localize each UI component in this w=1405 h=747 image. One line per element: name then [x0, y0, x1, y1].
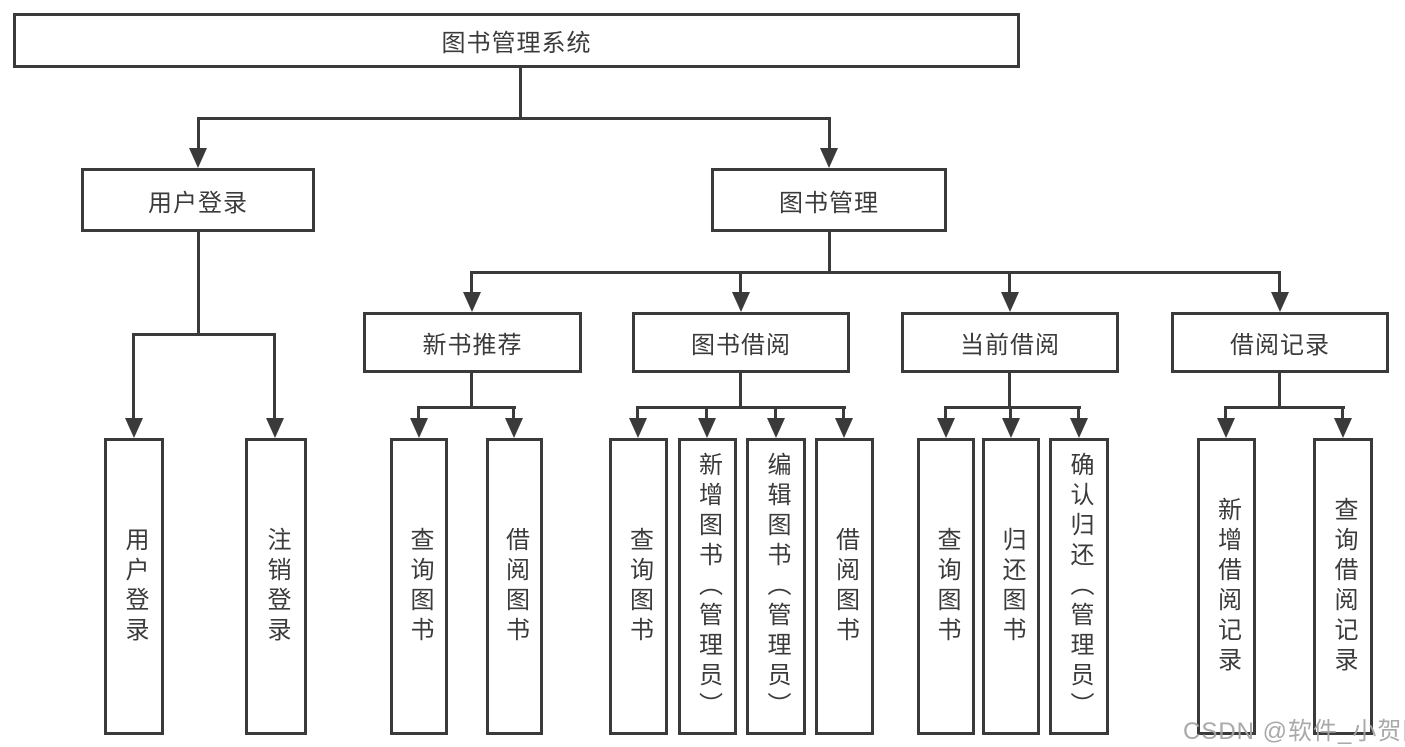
leaf-query-books-borrow-label: 查询图书 [625, 526, 653, 647]
leaf-add-book-admin: 新增图书（管理员） [678, 438, 737, 735]
leaf-confirm-return-admin-label: 确认归还（管理员） [1066, 451, 1093, 722]
arrowhead-down [835, 418, 853, 438]
leaf-edit-book-admin: 编辑图书（管理员） [746, 438, 806, 735]
connector-line [828, 117, 831, 150]
connector-line [842, 406, 845, 420]
leaf-confirm-return-admin: 确认归还（管理员） [1049, 438, 1109, 735]
connector-line [1008, 373, 1011, 409]
node-book-management: 图书管理 [711, 168, 947, 232]
node-new-book-recommend-label: 新书推荐 [422, 332, 523, 359]
leaf-query-books-current: 查询图书 [917, 438, 975, 735]
leaf-add-borrow-record: 新增借阅记录 [1197, 438, 1256, 735]
leaf-logout-label: 注销登录 [263, 526, 290, 647]
leaf-user-login-label: 用户登录 [121, 526, 148, 647]
node-user-login-label: 用户登录 [148, 189, 248, 217]
leaf-query-borrow-record-label: 查询借阅记录 [1330, 496, 1357, 677]
connector-line [197, 232, 200, 336]
leaf-query-books-borrow: 查询图书 [609, 438, 668, 735]
arrowhead-down [505, 418, 523, 438]
leaf-add-borrow-record-label: 新增借阅记录 [1213, 496, 1241, 677]
node-book-management-label: 图书管理 [779, 189, 879, 217]
arrowhead-down [189, 148, 207, 168]
connector-line [739, 373, 742, 409]
leaf-borrow-books: 借阅图书 [815, 438, 874, 735]
leaf-query-borrow-record: 查询借阅记录 [1313, 438, 1373, 735]
connector-line [132, 333, 135, 421]
arrowhead-down [1070, 418, 1088, 438]
arrowhead-down [732, 292, 750, 312]
connector-line [1341, 406, 1344, 420]
leaf-add-book-admin-label: 新增图书（管理员） [694, 451, 722, 722]
arrowhead-down [1271, 292, 1289, 312]
connector-line [1077, 406, 1080, 420]
connector-line [132, 333, 276, 336]
connector-line [944, 406, 947, 420]
node-borrow-records: 借阅记录 [1171, 312, 1389, 373]
leaf-return-books-label: 归还图书 [998, 526, 1025, 647]
connector-line [636, 406, 846, 409]
connector-line [705, 406, 708, 420]
leaf-logout: 注销登录 [245, 438, 307, 735]
arrowhead-down [266, 418, 284, 438]
node-user-login: 用户登录 [81, 168, 315, 232]
node-book-borrow: 图书借阅 [632, 312, 850, 373]
leaf-borrow-books-recommend-label: 借阅图书 [501, 526, 529, 647]
connector-line [828, 232, 831, 274]
leaf-query-books-current-label: 查询图书 [933, 526, 960, 647]
leaf-borrow-books-label: 借阅图书 [831, 526, 859, 647]
arrowhead-down [698, 418, 716, 438]
leaf-return-books: 归还图书 [982, 438, 1040, 735]
connector-line [417, 406, 516, 409]
arrowhead-down [463, 292, 481, 312]
arrowhead-down [1334, 418, 1352, 438]
leaf-user-login: 用户登录 [104, 438, 164, 735]
connector-line [1009, 406, 1012, 420]
connector-line [519, 68, 522, 120]
connector-line [1224, 406, 1345, 409]
node-borrow-records-label: 借阅记录 [1230, 332, 1330, 359]
arrowhead-down [410, 418, 428, 438]
connector-line [470, 271, 473, 295]
connector-line [417, 406, 420, 420]
node-book-borrow-label: 图书借阅 [691, 332, 791, 359]
arrowhead-down [937, 418, 955, 438]
arrowhead-down [125, 418, 143, 438]
connector-line [739, 271, 742, 295]
arrowhead-down [1002, 418, 1020, 438]
connector-line [1278, 271, 1281, 295]
connector-line [470, 373, 473, 409]
connector-line [1008, 271, 1011, 295]
node-root-label: 图书管理系统 [441, 30, 592, 57]
arrowhead-down [1001, 292, 1019, 312]
connector-line [470, 271, 1281, 274]
node-root: 图书管理系统 [13, 13, 1020, 68]
connector-line [273, 333, 276, 421]
connector-line [512, 406, 515, 420]
leaf-edit-book-admin-label: 编辑图书（管理员） [763, 451, 790, 722]
arrowhead-down [1217, 418, 1235, 438]
arrowhead-down [767, 418, 785, 438]
connector-line [197, 117, 831, 120]
arrowhead-down [629, 418, 647, 438]
connector-line [1224, 406, 1227, 420]
leaf-query-books-recommend: 查询图书 [390, 438, 448, 735]
node-current-borrow-label: 当前借阅 [960, 332, 1060, 359]
leaf-query-books-recommend-label: 查询图书 [406, 526, 433, 647]
connector-line [774, 406, 777, 420]
arrowhead-down [820, 148, 838, 168]
csdn-watermark: CSDN @软件_小贺同学 [1183, 718, 1405, 745]
connector-line [197, 117, 200, 150]
leaf-borrow-books-recommend: 借阅图书 [486, 438, 543, 735]
node-new-book-recommend: 新书推荐 [363, 312, 582, 373]
connector-line [636, 406, 639, 420]
connector-line [944, 406, 1081, 409]
connector-line [1278, 373, 1281, 409]
node-current-borrow: 当前借阅 [901, 312, 1119, 373]
